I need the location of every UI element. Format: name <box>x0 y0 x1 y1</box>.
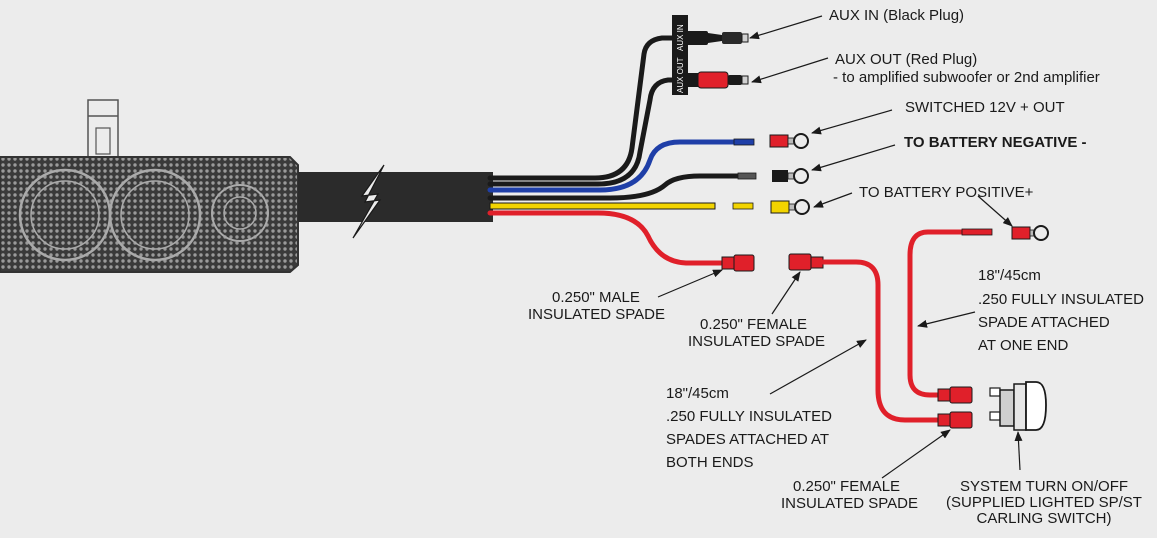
female-spade-top <box>788 253 824 271</box>
jumper-wire-both-ends <box>820 259 943 423</box>
aux-out-tag <box>672 55 688 95</box>
ring-terminal-positive-red <box>1033 225 1049 241</box>
label-male-spade-2: INSULATED SPADE <box>528 306 665 323</box>
label-switch-3: CARLING SWITCH) <box>977 510 1112 527</box>
label-jumper-left-2: .250 FULLY INSULATED <box>666 408 832 425</box>
carling-switch <box>989 381 1047 431</box>
label-female-spade-2: INSULATED SPADE <box>688 333 825 350</box>
wire-black <box>487 172 757 201</box>
aux-in-tag-text: AUX IN <box>676 24 685 51</box>
wire-red-main <box>487 210 728 266</box>
tweeter <box>211 184 269 242</box>
label-aux-in: AUX IN (Black Plug) <box>829 7 964 24</box>
label-jumper-right-3: SPADE ATTACHED <box>978 314 1110 331</box>
wire-aux-out: AUX OUT <box>487 55 749 187</box>
break-symbol <box>352 164 385 239</box>
wire-blue <box>487 138 755 193</box>
label-jumper-right-4: AT ONE END <box>978 337 1068 354</box>
label-switch-2: (SUPPLIED LIGHTED SP/ST <box>946 494 1142 511</box>
wire-yellow <box>489 202 754 210</box>
ring-terminal-switched <box>769 133 809 149</box>
label-battery-positive: TO BATTERY POSITIVE+ <box>859 184 1034 201</box>
label-jumper-right-2: .250 FULLY INSULATED <box>978 291 1144 308</box>
label-switched-out: SWITCHED 12V + OUT <box>905 99 1065 116</box>
label-switch-1: SYSTEM TURN ON/OFF <box>960 478 1128 495</box>
male-spade <box>721 254 755 272</box>
label-female-spade-b-2: INSULATED SPADE <box>781 495 918 512</box>
label-jumper-left-1: 18"/45cm <box>666 385 729 402</box>
label-female-spade-1: 0.250" FEMALE <box>700 316 807 333</box>
ring-terminal-positive-yellow <box>770 199 810 215</box>
labels: AUX IN (Black Plug) AUX OUT (Red Plug) -… <box>528 7 1144 527</box>
label-male-spade-1: 0.250" MALE <box>552 289 640 306</box>
aux-out-tag-text: AUX OUT <box>676 57 685 93</box>
label-jumper-right-1: 18"/45cm <box>978 267 1041 284</box>
label-battery-negative: TO BATTERY NEGATIVE - <box>904 134 1087 151</box>
leader-lines <box>657 15 1023 479</box>
label-aux-out-desc: - to amplified subwoofer or 2nd amplifie… <box>833 69 1100 86</box>
female-spades-switch <box>937 386 973 429</box>
aux-in-tag <box>672 15 688 55</box>
speaker-grille <box>0 156 299 273</box>
speaker-bar <box>0 99 299 273</box>
woofer-right <box>108 168 202 262</box>
wire-aux-in: AUX IN <box>487 15 749 181</box>
jumper-wire-one-end <box>907 225 1049 398</box>
ring-terminal-negative <box>772 168 809 184</box>
label-jumper-left-3: SPADES ATTACHED AT <box>666 431 829 448</box>
label-jumper-left-4: BOTH ENDS <box>666 454 754 471</box>
label-female-spade-b-1: 0.250" FEMALE <box>793 478 900 495</box>
label-aux-out: AUX OUT (Red Plug) <box>835 51 977 68</box>
cable-sheath <box>298 164 493 239</box>
